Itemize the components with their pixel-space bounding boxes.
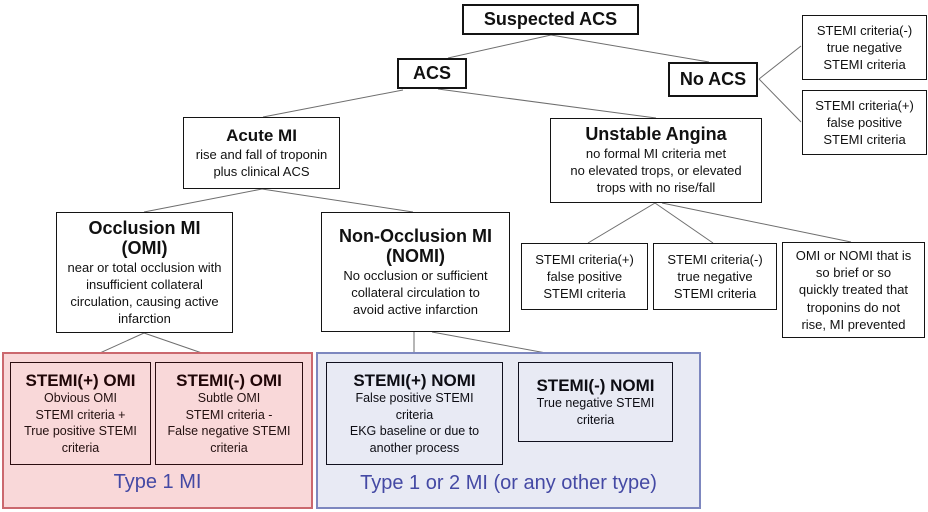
node-title: Unstable Angina [585, 124, 727, 145]
edge-acutemi-to-omi [143, 188, 263, 213]
node-acs: ACS [397, 58, 467, 89]
node-stemi-positive-omi: STEMI(+) OMI Obvious OMI STEMI criteria … [10, 362, 151, 465]
edge-suspected-to-noacs [550, 34, 710, 63]
node-body: Subtle OMI STEMI criteria - False negati… [167, 391, 291, 455]
node-body: No occlusion or sufficient collateral ci… [343, 267, 488, 318]
node-title: Suspected ACS [483, 9, 618, 30]
edge-acs-to-ua [437, 88, 657, 119]
node-body: Obvious OMI STEMI criteria + True positi… [24, 391, 137, 455]
node-non-occlusion-mi: Non-Occlusion MI (NOMI) No occlusion or … [321, 212, 510, 332]
node-body: STEMI criteria(+) false positive STEMI c… [535, 251, 634, 302]
edge-acutemi-to-nomi [261, 188, 414, 213]
type1or2-mi-group [316, 352, 701, 509]
edge-ua-to-stemipos [587, 202, 656, 244]
node-title: STEMI(-) OMI [176, 370, 282, 390]
edge-suspected-to-acs [447, 34, 552, 59]
node-body: True negative STEMI criteria [536, 396, 655, 427]
node-title: ACS [412, 63, 451, 84]
node-title: Acute MI [226, 126, 297, 146]
edge-noacs-to-falsepositive [758, 78, 802, 123]
node-occlusion-mi: Occlusion MI (OMI) near or total occlusi… [56, 212, 233, 333]
node-body: OMI or NOMI that is so brief or so quick… [795, 248, 912, 332]
node-no-acs: No ACS [668, 62, 758, 97]
node-mi-prevented: OMI or NOMI that is so brief or so quick… [782, 242, 925, 338]
node-title: STEMI(+) NOMI [353, 370, 476, 390]
node-body: rise and fall of troponin plus clinical … [195, 146, 328, 179]
node-title: STEMI(+) OMI [25, 370, 136, 390]
node-unstable-angina: Unstable Angina no formal MI criteria me… [550, 118, 762, 203]
node-title: Non-Occlusion MI (NOMI) [339, 225, 492, 267]
node-body: near or total occlusion with insufficien… [67, 259, 222, 327]
node-ua-stemi-positive: STEMI criteria(+) false positive STEMI c… [521, 243, 648, 310]
node-title: Occlusion MI (OMI) [88, 217, 201, 259]
edge-ua-to-prevented [661, 202, 852, 243]
node-body: False positive STEMI criteria EKG baseli… [349, 391, 480, 455]
node-stemi-criteria-positive-false-positive: STEMI criteria(+) false positive STEMI c… [802, 90, 927, 155]
node-acute-mi: Acute MI rise and fall of troponin plus … [183, 117, 340, 189]
node-stemi-negative-omi: STEMI(-) OMI Subtle OMI STEMI criteria -… [155, 362, 303, 465]
node-title: STEMI(-) NOMI [536, 375, 655, 395]
node-stemi-criteria-negative-true-negative: STEMI criteria(-) true negative STEMI cr… [802, 15, 927, 80]
type1-mi-group [2, 352, 313, 509]
node-ua-stemi-negative: STEMI criteria(-) true negative STEMI cr… [653, 243, 777, 310]
node-body: STEMI criteria(+) false positive STEMI c… [815, 97, 914, 148]
type1-mi-label: Type 1 MI [113, 471, 202, 493]
edge-ua-to-stemineg [654, 202, 714, 244]
node-body: no formal MI criteria met no elevated tr… [570, 146, 742, 196]
node-stemi-negative-nomi: STEMI(-) NOMI True negative STEMI criter… [518, 362, 673, 442]
node-suspected-acs: Suspected ACS [462, 4, 639, 35]
edge-acs-to-acutemi [262, 89, 404, 118]
node-body: STEMI criteria(-) true negative STEMI cr… [667, 251, 763, 302]
type1or2-mi-label: Type 1 or 2 MI (or any other type) [360, 472, 657, 494]
edge-noacs-to-truenegative [758, 45, 802, 80]
node-title: No ACS [679, 69, 747, 90]
node-stemi-positive-nomi: STEMI(+) NOMI False positive STEMI crite… [326, 362, 503, 465]
node-body: STEMI criteria(-) true negative STEMI cr… [816, 22, 913, 73]
